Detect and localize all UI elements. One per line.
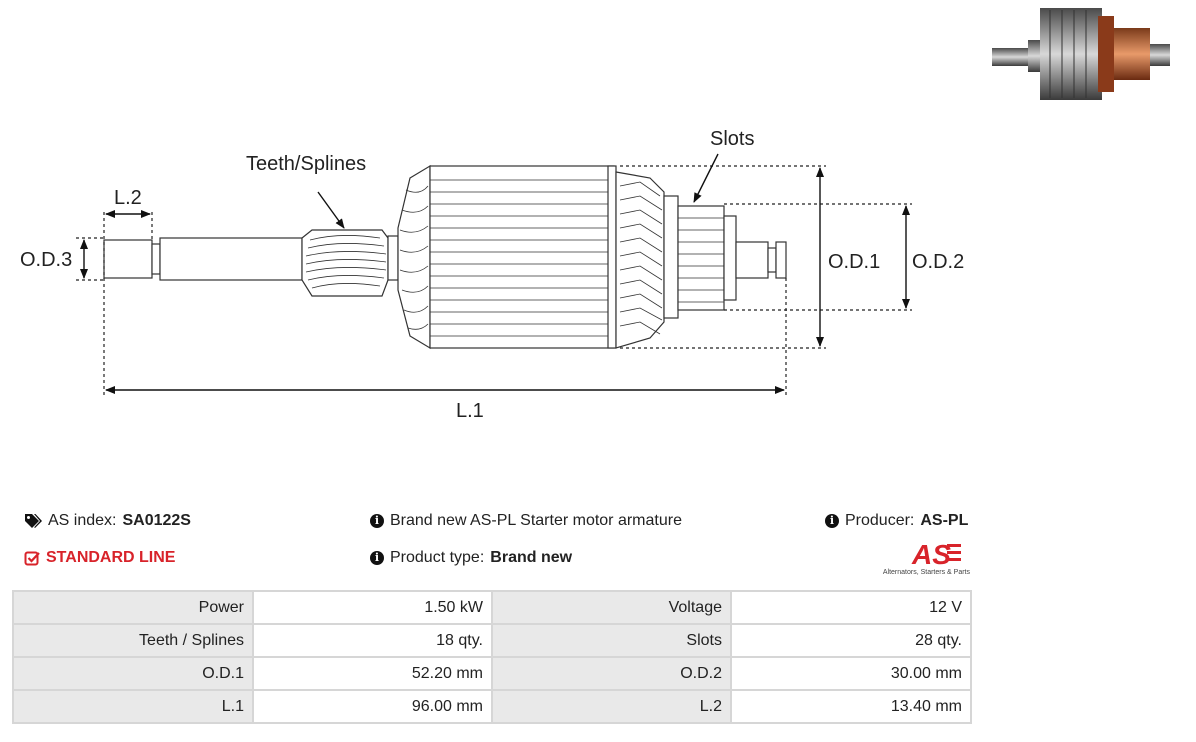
product-photo xyxy=(992,8,1170,100)
spec-value: 12 V xyxy=(730,590,972,625)
table-row: Power 1.50 kW Voltage 12 V xyxy=(12,590,972,625)
label-l2: L.2 xyxy=(114,187,142,209)
label-od1: O.D.1 xyxy=(828,251,880,273)
as-index-label: AS index: xyxy=(48,512,117,529)
spec-label: L.2 xyxy=(491,689,732,724)
standard-line-label: STANDARD LINE xyxy=(46,549,176,566)
spec-label: Voltage xyxy=(491,590,732,625)
specs-table: Power 1.50 kW Voltage 12 V Teeth / Splin… xyxy=(12,590,972,724)
tags-icon xyxy=(25,514,42,528)
as-index-value: SA0122S xyxy=(122,512,191,529)
label-teeth-splines: Teeth/Splines xyxy=(246,153,366,175)
spec-value: 13.40 mm xyxy=(730,689,972,724)
as-pl-logo: AS Alternators, Starters & Parts xyxy=(872,540,972,578)
armature-diagram: Teeth/Splines Slots L.2 O.D.3 O.D.1 O.D.… xyxy=(20,128,964,422)
spec-label: Slots xyxy=(491,623,732,658)
product-type-value: Brand new xyxy=(490,549,573,566)
label-od2: O.D.2 xyxy=(912,251,964,273)
product-type-label: Product type: xyxy=(390,549,485,566)
info-circle-icon: i xyxy=(370,514,384,528)
label-slots: Slots xyxy=(710,128,754,150)
spec-label: O.D.1 xyxy=(12,656,254,691)
info-circle-icon: i xyxy=(825,514,839,528)
spec-label: O.D.2 xyxy=(491,656,732,691)
logo-tagline: Alternators, Starters & Parts xyxy=(882,569,970,576)
spec-label: L.1 xyxy=(12,689,254,724)
spec-label: Power xyxy=(12,590,254,625)
check-square-icon xyxy=(24,551,40,566)
svg-text:AS: AS xyxy=(911,540,951,568)
table-row: O.D.1 52.20 mm O.D.2 30.00 mm xyxy=(12,656,972,691)
spec-value: 18 qty. xyxy=(252,623,493,658)
spec-value: 30.00 mm xyxy=(730,656,972,691)
table-row: Teeth / Splines 18 qty. Slots 28 qty. xyxy=(12,623,972,658)
label-l1: L.1 xyxy=(456,400,484,422)
as-logo-mark: AS xyxy=(911,540,961,568)
producer-label: Producer: xyxy=(845,512,915,529)
label-od3: O.D.3 xyxy=(20,249,72,271)
spec-value: 96.00 mm xyxy=(252,689,493,724)
spec-value: 28 qty. xyxy=(730,623,972,658)
producer-value: AS-PL xyxy=(920,512,969,529)
product-description: Brand new AS-PL Starter motor armature xyxy=(390,512,682,529)
spec-value: 1.50 kW xyxy=(252,590,493,625)
table-row: L.1 96.00 mm L.2 13.40 mm xyxy=(12,689,972,724)
spec-value: 52.20 mm xyxy=(252,656,493,691)
info-circle-icon: i xyxy=(370,551,384,565)
spec-label: Teeth / Splines xyxy=(12,623,254,658)
